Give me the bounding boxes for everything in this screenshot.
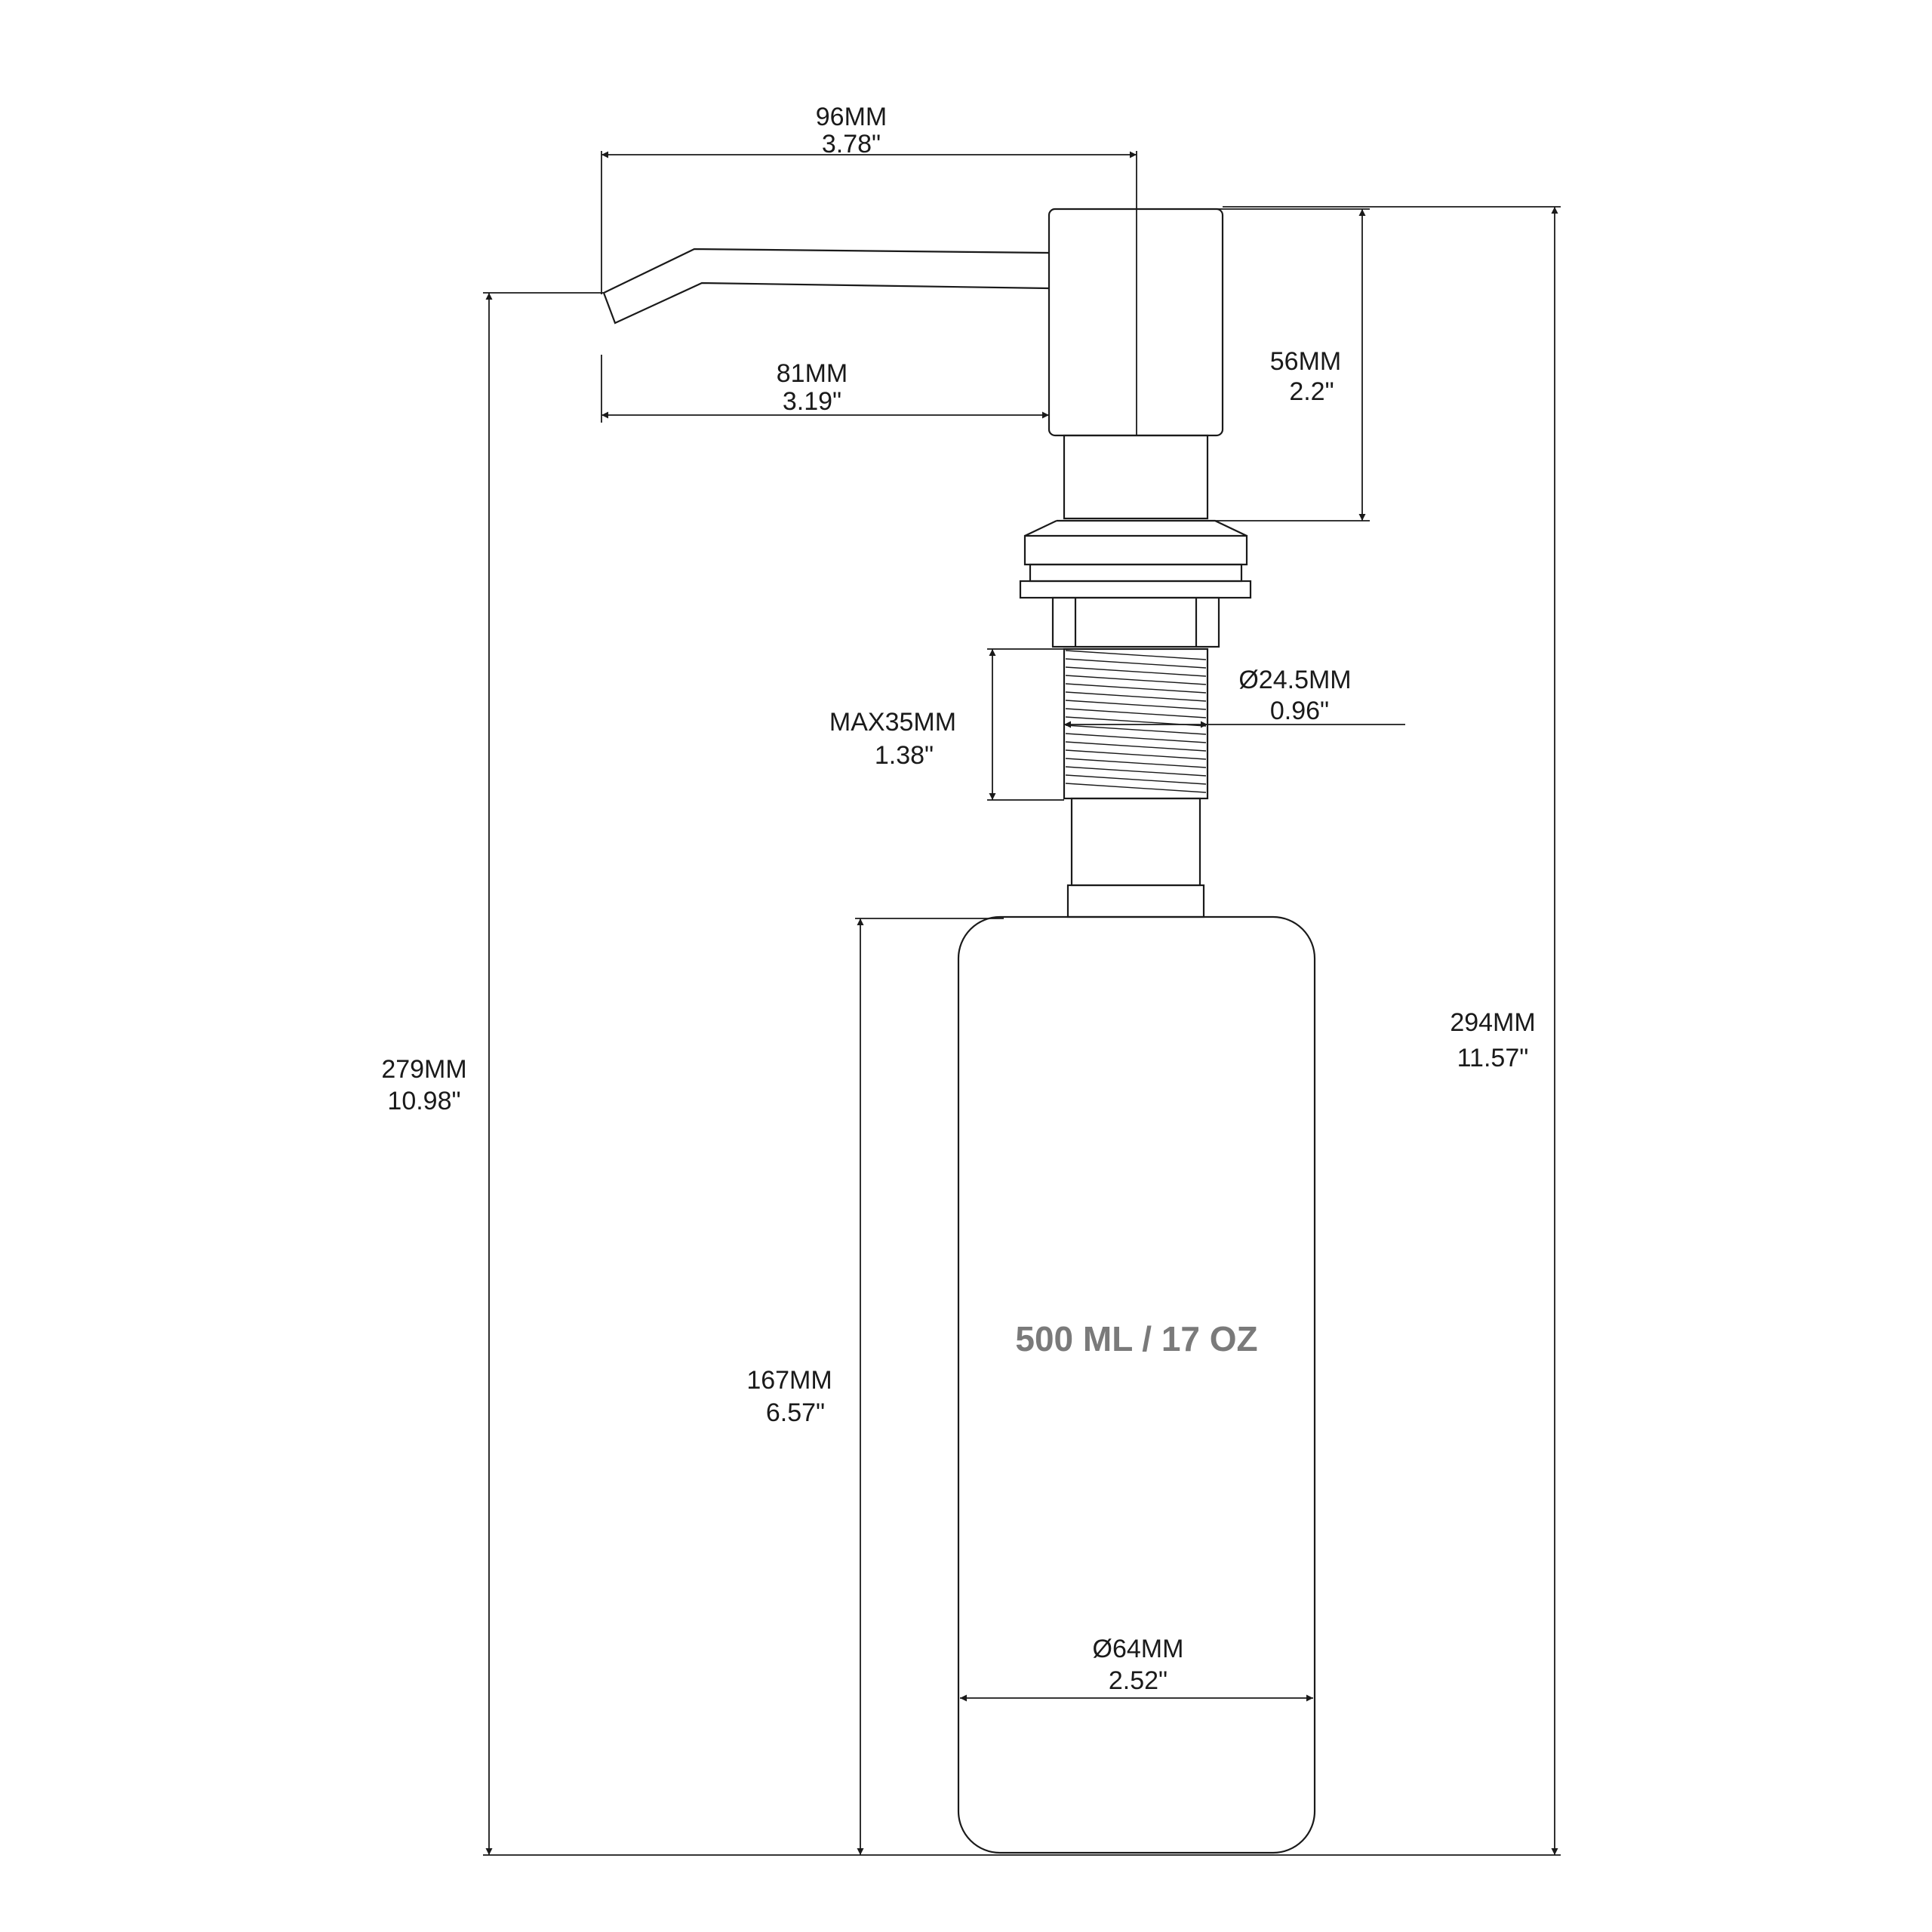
dimension-lines xyxy=(483,151,1561,1856)
bottle-capacity-label: 500 ML / 17 OZ xyxy=(1015,1319,1257,1358)
bottle-cap xyxy=(1066,884,1205,918)
thread-line xyxy=(1065,658,1207,669)
shank-threads xyxy=(1065,650,1207,793)
overall-height-inch: 11.57" xyxy=(1457,1044,1529,1072)
bottle xyxy=(957,915,1316,1854)
thread-line xyxy=(1065,666,1207,677)
thread-line xyxy=(1065,741,1207,752)
flange-washer xyxy=(1019,580,1252,599)
thread-length-mm: MAX35MM xyxy=(829,708,956,737)
thread-line xyxy=(1065,724,1207,735)
lower-tube xyxy=(1070,797,1201,887)
height-under-spout-inch: 10.98" xyxy=(387,1087,460,1115)
thread-line xyxy=(1065,749,1207,760)
spout xyxy=(602,248,1050,325)
thread-line xyxy=(1065,691,1207,702)
thread-line xyxy=(1065,708,1207,718)
flange xyxy=(1023,519,1248,566)
thread-line xyxy=(1065,675,1207,685)
thread-length-inch: 1.38" xyxy=(875,741,934,770)
thread-line xyxy=(1065,783,1207,793)
thread-line xyxy=(1065,700,1207,710)
head-height-inch: 2.2" xyxy=(1289,377,1334,406)
bottle-height-mm: 167MM xyxy=(746,1366,832,1395)
bottle-height-inch: 6.57" xyxy=(766,1398,825,1427)
overall-height-mm: 294MM xyxy=(1450,1008,1535,1037)
spout-reach-mm: 81MM xyxy=(777,359,848,388)
dimension-labels: 96MM 3.78" 81MM 3.19" 56MM 2.2" MAX35MM … xyxy=(381,103,1535,1695)
head-height-mm: 56MM xyxy=(1270,347,1341,376)
spout-reach-inch: 3.19" xyxy=(783,387,841,416)
thread-line xyxy=(1065,650,1207,660)
thread-line xyxy=(1065,774,1207,785)
thread-line xyxy=(1065,733,1207,743)
spout-width-inch: 3.78" xyxy=(822,130,881,158)
bottle-diameter-mm: Ø64MM xyxy=(1093,1635,1184,1663)
thread-line xyxy=(1065,683,1207,694)
thread-diameter-inch: 0.96" xyxy=(1270,697,1329,725)
mounting-nut xyxy=(1051,596,1220,648)
dispenser-outline: 500 ML / 17 OZ xyxy=(602,208,1316,1854)
flange-ring xyxy=(1029,563,1243,583)
pump-head xyxy=(1048,208,1224,437)
height-under-spout-mm: 279MM xyxy=(381,1055,466,1084)
bottle-diameter-inch: 2.52" xyxy=(1109,1666,1168,1695)
spout-width-mm: 96MM xyxy=(816,103,887,131)
thread-line xyxy=(1065,766,1207,777)
thread-diameter-mm: Ø24.5MM xyxy=(1238,666,1351,694)
pump-neck xyxy=(1063,434,1209,520)
thread-line xyxy=(1065,758,1207,768)
